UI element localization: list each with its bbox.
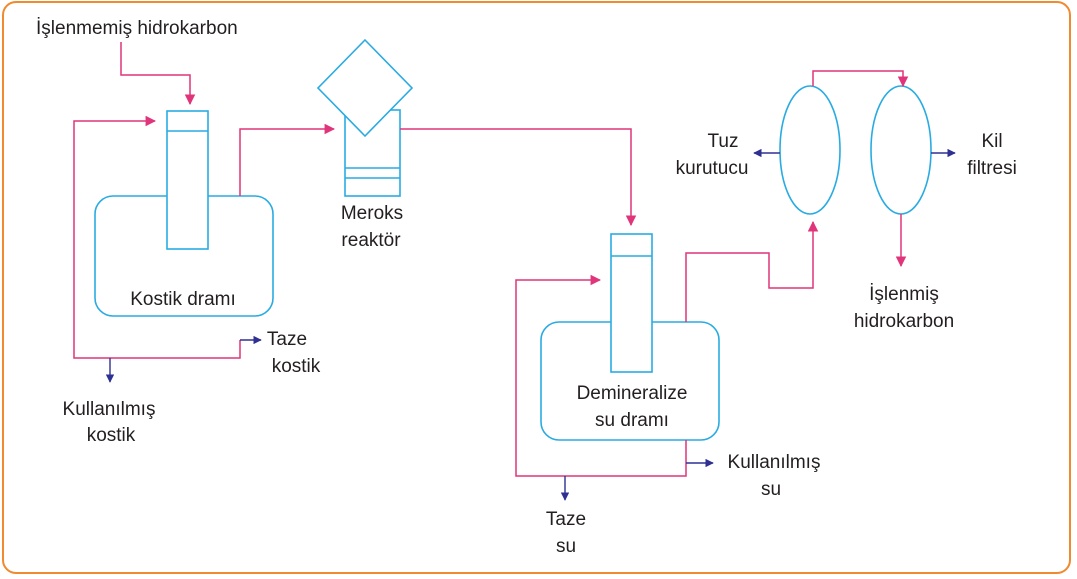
caustic-recycle-loop	[73, 115, 241, 359]
fresh-caustic-label-line2: kostik	[272, 356, 321, 377]
raw-hydrocarbon-label: İşlenmemiş hidrokarbon	[36, 18, 238, 39]
spent-water-label-line1: Kullanılmış	[728, 452, 821, 473]
clay-filter-label-line2: filtresi	[967, 158, 1017, 179]
spent-caustic-label-line1: Kullanılmış	[63, 399, 156, 420]
clay-filter-label-line1: Kil	[981, 131, 1002, 152]
clay-filter-vessel	[870, 85, 932, 215]
caustic-to-merox-line	[239, 123, 336, 196]
caustic-column	[166, 110, 209, 250]
fresh-water-label-line2: su	[556, 536, 576, 557]
treated-hydrocarbon-label-line1: İşlenmiş	[869, 284, 939, 305]
spent-water-label-line2: su	[761, 479, 781, 500]
merox-reactor-label-line1: Meroks	[341, 203, 403, 224]
spent-caustic-label-line2: kostik	[87, 425, 136, 446]
demin-recycle-loop	[515, 274, 687, 477]
merox-to-demin-line	[400, 128, 637, 227]
salt-dryer-vessel	[779, 85, 841, 215]
demin-column	[610, 233, 653, 373]
dryer-to-filter-line	[812, 70, 909, 88]
fresh-caustic-label-line1: Taze	[267, 329, 307, 350]
salt-dryer-label-line2: kurutucu	[676, 158, 749, 179]
demin-to-dryer-line	[685, 220, 819, 322]
demin-drum-label-line1: Demineralize	[577, 383, 688, 404]
salt-dryer-label-line1: Tuz	[708, 131, 739, 152]
fresh-water-label-line1: Taze	[546, 509, 586, 530]
caustic-drum-label: Kostik dramı	[130, 289, 236, 310]
raw-feed-line	[120, 42, 196, 106]
treated-hydrocarbon-label-line2: hidrokarbon	[854, 311, 954, 332]
demin-drum-label-line2: su dramı	[595, 410, 669, 431]
merox-reactor-top	[316, 38, 414, 138]
merox-reactor-label-line2: reaktör	[341, 230, 401, 251]
